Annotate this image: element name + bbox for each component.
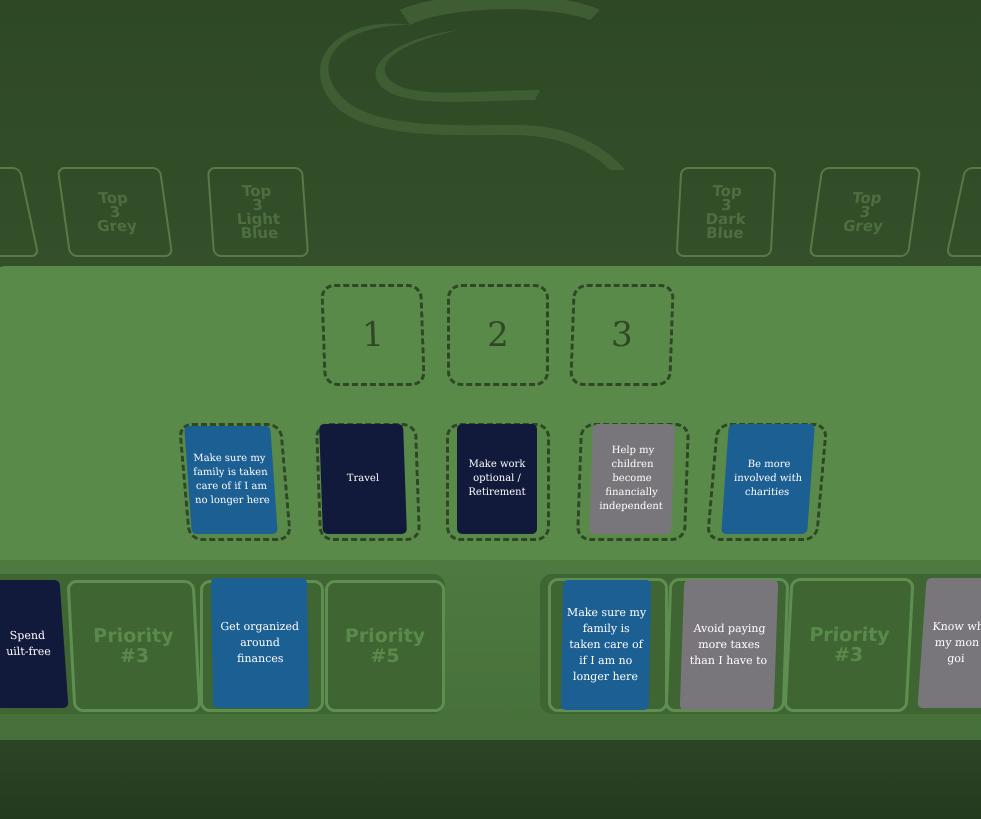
priority-card-taxes[interactable]: Avoid paying more taxes than I have to <box>679 580 779 710</box>
top-slot-label: Top 3 Grey <box>95 189 139 235</box>
goal-card-text: Make work optional / Retirement <box>468 459 526 498</box>
priority-card-organized[interactable]: Get organized around finances <box>210 578 310 708</box>
top-slot-grey-right[interactable]: Top 3 Grey <box>808 167 922 257</box>
priority-card-text: Get organized around finances <box>220 620 300 665</box>
priority-card-text: Avoid paying more taxes than I have to <box>689 622 768 667</box>
priority-slot-3-left[interactable]: Priority #3 <box>66 580 202 712</box>
priority-card-text: Make sure my family is taken care of if … <box>566 606 647 683</box>
goal-card-family[interactable]: Make sure my family is taken care of if … <box>184 426 278 534</box>
top-slot-dark-blue[interactable]: Top 3 Dark Blue <box>675 167 777 257</box>
priority-card-family[interactable]: Make sure my family is taken care of if … <box>560 580 652 710</box>
rank-number: 2 <box>487 315 509 355</box>
table-front-edge <box>0 740 981 819</box>
rank-slot-2[interactable]: 2 <box>447 284 549 386</box>
top-slot-label: Top 3 Grey <box>841 189 885 235</box>
top-slot-label: Top 3 Light Blue <box>236 182 281 242</box>
brand-logo <box>319 0 625 170</box>
goal-card-travel[interactable]: Travel <box>319 424 407 534</box>
top-slot-light-blue[interactable]: Top 3 Light Blue <box>206 167 310 257</box>
rank-slot-3[interactable]: 3 <box>569 284 675 386</box>
goal-card-text: Help my children become financially inde… <box>599 445 663 512</box>
top-slot-grey-left[interactable]: Top 3 Grey <box>56 167 174 257</box>
priority-card-know-money[interactable]: Know wh my mon goi <box>917 578 981 708</box>
goal-card-text: Make sure my family is taken care of if … <box>192 453 271 506</box>
priority-slot-label: Priority #3 <box>808 624 891 666</box>
priority-card-text: Know wh my mon goi <box>932 620 981 665</box>
priority-slot-5-left[interactable]: Priority #5 <box>325 580 445 712</box>
priority-slot-label: Priority #5 <box>344 625 426 667</box>
priority-slot-label: Priority #3 <box>92 625 175 667</box>
priority-card-text: Spend uilt-free <box>5 629 52 658</box>
goal-card-text: Be more involved with charities <box>733 459 803 498</box>
goal-card-retirement[interactable]: Make work optional / Retirement <box>457 424 537 534</box>
top-slot-label: Top 3 Dark Blue <box>705 182 747 242</box>
rank-slot-1[interactable]: 1 <box>320 284 426 386</box>
goal-card-text: Travel <box>346 473 380 484</box>
goal-card-children[interactable]: Help my children become financially inde… <box>589 424 675 534</box>
goal-card-charities[interactable]: Be more involved with charities <box>721 424 815 534</box>
priority-card-spend[interactable]: Spend uilt-free <box>0 580 69 708</box>
priority-slot-3-right[interactable]: Priority #3 <box>783 578 915 712</box>
priority-slot-1-right[interactable] <box>548 578 668 712</box>
rank-number: 3 <box>610 315 634 355</box>
rank-number: 1 <box>361 315 385 355</box>
